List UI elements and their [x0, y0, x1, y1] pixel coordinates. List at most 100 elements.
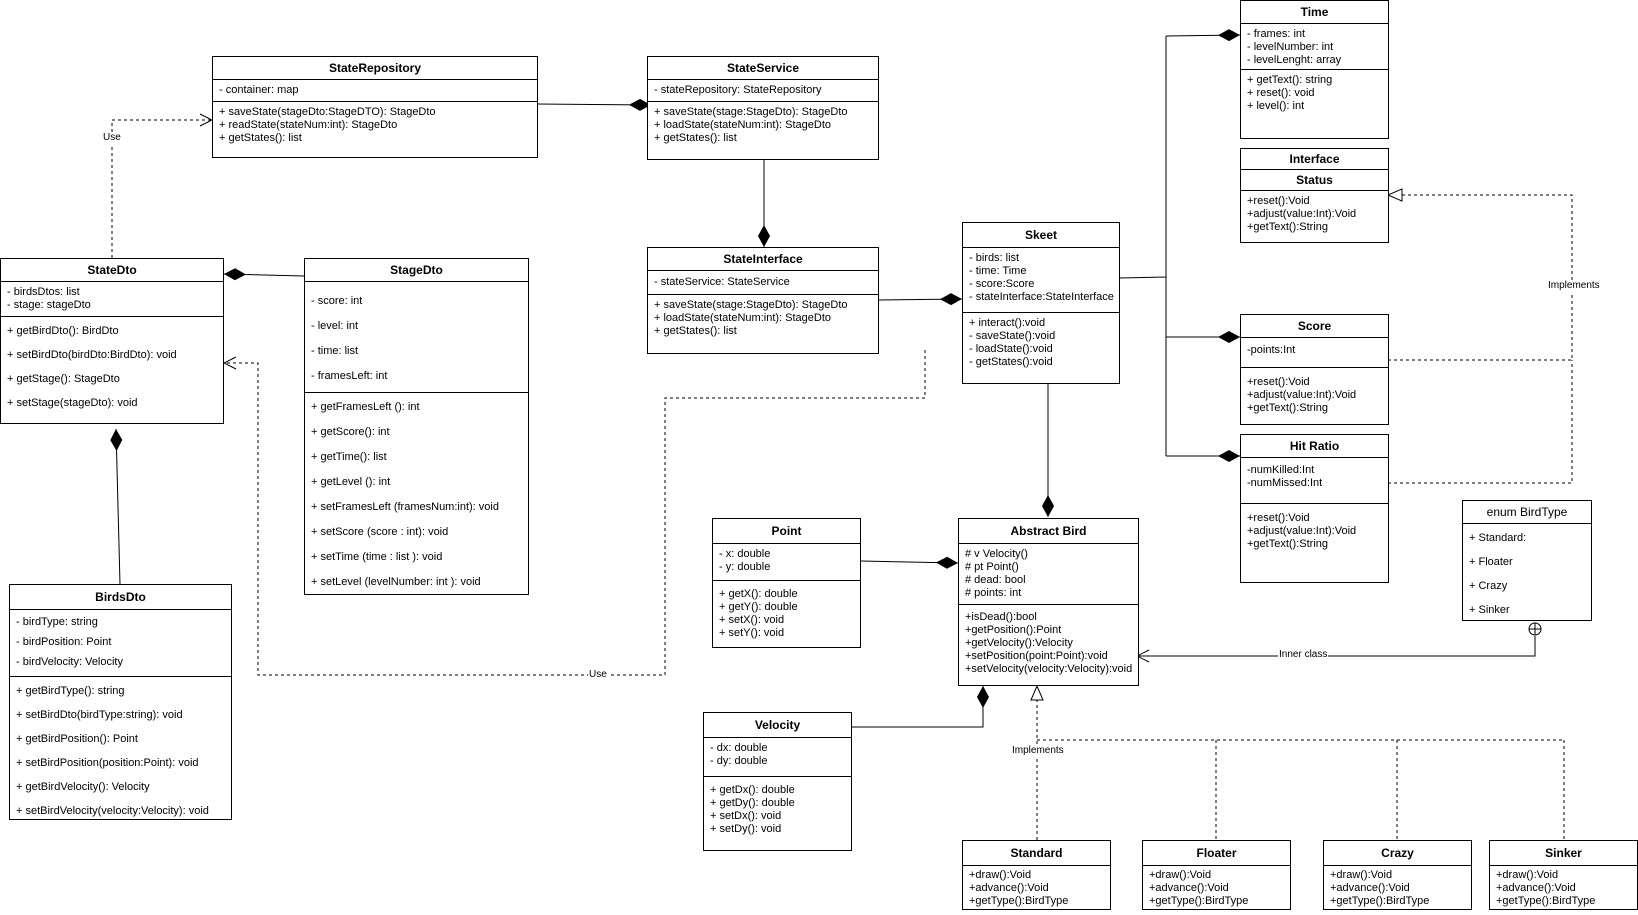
- class-sinker[interactable]: Sinker +draw():Void +advance():Void +get…: [1489, 840, 1638, 910]
- method: +adjust(value:Int):Void: [1247, 525, 1357, 537]
- attribute: -points:Int: [1247, 344, 1296, 356]
- method: - getStates():void: [969, 356, 1053, 368]
- composition-statedto-birdsdto: [110, 428, 123, 585]
- attribute: - x: double: [719, 548, 771, 560]
- method: +getType():BirdType: [1149, 895, 1249, 907]
- method: + readState(stateNum:int): StageDto: [219, 119, 398, 131]
- attribute: - stateService: StateService: [654, 276, 790, 288]
- method: +advance():Void: [1496, 882, 1576, 894]
- class-name: BirdsDto: [10, 585, 231, 610]
- skeet-trunk: [1118, 36, 1167, 456]
- class-point[interactable]: Point - x: double - y: double + getX(): …: [712, 518, 861, 648]
- method: + saveState(stage:StageDto): StageDto: [654, 106, 848, 118]
- composition-bird-point: [860, 556, 959, 569]
- class-name: StageDto: [305, 259, 528, 282]
- method: + getDx(): double: [710, 784, 795, 796]
- class-state-repository[interactable]: StateRepository - container: map + saveS…: [212, 56, 538, 158]
- class-birds-dto[interactable]: BirdsDto - birdType: string - birdPositi…: [9, 584, 232, 820]
- method: +getType():BirdType: [1330, 895, 1430, 907]
- attribute: - birdPosition: Point: [16, 636, 112, 648]
- attribute: # points: int: [965, 587, 1022, 599]
- class-score[interactable]: Score -points:Int +reset():Void +adjust(…: [1240, 314, 1389, 425]
- class-state-interface[interactable]: StateInterface - stateService: StateServ…: [647, 247, 879, 354]
- method: + setBirdDto(birdType:string): void: [16, 709, 183, 721]
- method: + getText(): string: [1247, 74, 1333, 86]
- composition-bird-velocity: [851, 686, 989, 728]
- class-crazy[interactable]: Crazy +draw():Void +advance():Void +getT…: [1323, 840, 1472, 910]
- class-time[interactable]: Time - frames: int - levelNumber: int - …: [1240, 0, 1389, 139]
- method: +setVelocity(velocity:Velocity):void: [965, 663, 1133, 675]
- method: + getBirdType(): string: [16, 685, 125, 697]
- method: +getText():String: [1247, 402, 1329, 414]
- class-floater[interactable]: Floater +draw():Void +advance():Void +ge…: [1142, 840, 1291, 910]
- class-state-service[interactable]: StateService - stateRepository: StateRep…: [647, 56, 879, 160]
- attribute: - container: map: [219, 84, 299, 96]
- method: + reset(): void: [1247, 87, 1315, 99]
- class-name: StateDto: [1, 259, 223, 282]
- method: +adjust(value:Int):Void: [1247, 389, 1357, 401]
- attributes-section: - stateService: StateService: [648, 271, 878, 295]
- method: + getY(): double: [719, 601, 798, 613]
- methods-section: + getX(): double + getY(): double + setX…: [713, 581, 860, 644]
- class-velocity[interactable]: Velocity - dx: double - dy: double + get…: [703, 712, 852, 851]
- attribute: - stateInterface:StateInterface: [969, 291, 1114, 303]
- attribute: - framesLeft: int: [311, 370, 388, 382]
- method: +advance():Void: [1149, 882, 1229, 894]
- methods-section: +draw():Void +advance():Void +getType():…: [1324, 866, 1471, 912]
- attributes-section: - score: int - level: int - time: list -…: [305, 282, 528, 393]
- method: +advance():Void: [969, 882, 1049, 894]
- attributes-section: - stateRepository: StateRepository: [648, 80, 878, 102]
- implements-label-bird: Implements: [1011, 745, 1065, 757]
- use-label-top: Use: [102, 132, 122, 144]
- inner-class-line: [1137, 636, 1536, 656]
- methods-section: + saveState(stage:StageDto): StageDto + …: [648, 295, 878, 342]
- enum-bird-type[interactable]: enum BirdType + Standard: + Floater + Cr…: [1462, 500, 1592, 621]
- method: + setDx(): void: [710, 810, 782, 822]
- method: +draw():Void: [1496, 869, 1559, 881]
- method: +draw():Void: [1330, 869, 1393, 881]
- class-name: Point: [713, 519, 860, 544]
- method: +getText():String: [1247, 538, 1329, 550]
- method: + saveState(stageDto:StageDTO): StageDto: [219, 106, 436, 118]
- methods-section: +draw():Void +advance():Void +getType():…: [1143, 866, 1290, 912]
- attributes-section: # v Velocity() # pt Point() # dead: bool…: [959, 544, 1138, 605]
- attribute: - score:Score: [969, 278, 1035, 290]
- class-stage-dto[interactable]: StageDto - score: int - level: int - tim…: [304, 258, 529, 595]
- class-abstract-bird[interactable]: Abstract Bird # v Velocity() # pt Point(…: [958, 518, 1139, 686]
- class-name: Sinker: [1490, 841, 1637, 866]
- methods-section: + saveState(stage:StageDto): StageDto + …: [648, 102, 878, 149]
- class-standard[interactable]: Standard +draw():Void +advance():Void +g…: [962, 840, 1111, 910]
- method: + getDy(): double: [710, 797, 795, 809]
- class-name: Crazy: [1324, 841, 1471, 866]
- method: + loadState(stateNum:int): StageDto: [654, 119, 832, 131]
- method: +getType():BirdType: [969, 895, 1069, 907]
- attributes-section: - frames: int - levelNumber: int - level…: [1241, 24, 1388, 70]
- methods-section: +reset():Void +adjust(value:Int):Void +g…: [1241, 191, 1388, 238]
- implements-bird-branch: [1037, 739, 1565, 840]
- attribute: - birdVelocity: Velocity: [16, 656, 123, 668]
- class-skeet[interactable]: Skeet - birds: list - time: Time - score…: [962, 222, 1120, 384]
- use-dependency-top: [111, 120, 212, 258]
- class-hit-ratio[interactable]: Hit Ratio -numKilled:Int -numMissed:Int …: [1240, 434, 1389, 583]
- method: + setScore (score : int): void: [311, 526, 449, 538]
- class-name: Velocity: [704, 713, 851, 738]
- attribute: - birdType: string: [16, 616, 98, 628]
- class-name: Skeet: [963, 223, 1119, 248]
- enum-values-section: + Standard: + Floater + Crazy + Sinker: [1463, 524, 1591, 626]
- attributes-section: -numKilled:Int -numMissed:Int: [1241, 458, 1388, 504]
- composition-time: [1165, 29, 1241, 42]
- method: + setStage(stageDto): void: [7, 397, 138, 409]
- class-name: Score: [1241, 315, 1388, 338]
- method: +advance():Void: [1330, 882, 1410, 894]
- attribute: - stage: stageDto: [7, 299, 91, 311]
- method: +reset():Void: [1247, 512, 1310, 524]
- inner-class-label: Inner class: [1278, 649, 1329, 661]
- method: + setTime (time : list ): void: [311, 551, 443, 563]
- methods-section: +draw():Void +advance():Void +getType():…: [963, 866, 1110, 912]
- method: +getText():String: [1247, 221, 1329, 233]
- interface-status[interactable]: Interface Status +reset():Void +adjust(v…: [1240, 148, 1389, 243]
- use-label-bottom: Use: [588, 669, 608, 681]
- class-state-dto[interactable]: StateDto - birdsDtos: list - stage: stag…: [0, 258, 224, 424]
- method: + setLevel (levelNumber: int ): void: [311, 576, 481, 588]
